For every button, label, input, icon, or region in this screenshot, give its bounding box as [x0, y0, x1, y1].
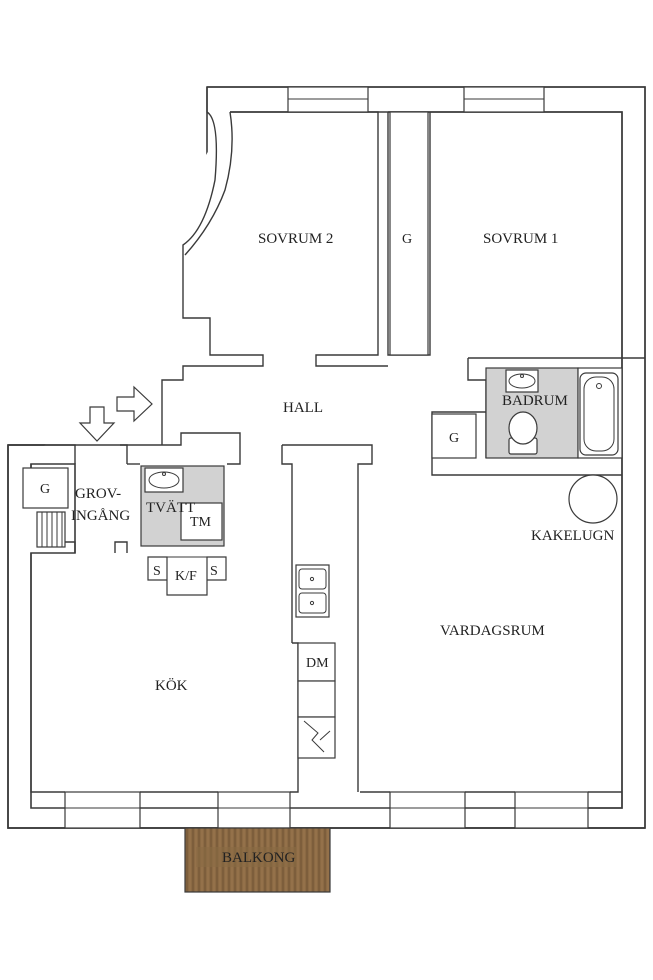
- wardrobe-grovingang: [22, 467, 69, 509]
- wardrobe-label-sovrum1: G: [402, 232, 412, 247]
- room-label-ingang: INGÅNG: [71, 508, 130, 524]
- room-label-kok: KÖK: [155, 677, 188, 694]
- interior-walls: [7, 86, 646, 829]
- entry-arrow-right-icon: [116, 385, 153, 423]
- bathroom: BADRUM: [485, 367, 623, 459]
- fixture-label-s-left: S: [153, 564, 161, 579]
- fridge-freezer-unit: S K/F S: [147, 556, 227, 596]
- kitchen-counter: DM: [295, 564, 336, 759]
- room-label-vardagsrum: VARDAGSRUM: [440, 623, 545, 639]
- fixture-label-dm: DM: [306, 656, 329, 671]
- room-label-kakelugn: KAKELUGN: [531, 528, 614, 544]
- room-label-grov: GROV-: [75, 486, 121, 502]
- room-label-tvatt: TVÄTT: [146, 499, 195, 516]
- laundry: TM TVÄTT: [140, 465, 225, 547]
- fixture-label-tm: TM: [190, 515, 212, 530]
- room-label-badrum: BADRUM: [502, 393, 568, 409]
- tiled-stove-icon: [568, 474, 618, 524]
- stove-icon: [297, 716, 336, 759]
- bathroom-sink-icon: [505, 369, 539, 393]
- wardrobe-hall: [431, 413, 477, 459]
- entry-arrow-down-icon: [78, 406, 116, 442]
- room-label-sovrum2: SOVRUM 2: [258, 231, 333, 247]
- radiator-icon: [36, 511, 66, 548]
- wardrobe-label-hall: G: [449, 431, 459, 446]
- room-label-hall: HALL: [283, 400, 323, 416]
- bathtub-icon: [579, 372, 619, 456]
- wardrobe-label-grovingang: G: [40, 482, 50, 497]
- room-label-balkong: BALKONG: [222, 850, 295, 866]
- fixture-label-s-right: S: [210, 564, 218, 579]
- room-label-sovrum1: SOVRUM 1: [483, 231, 558, 247]
- outer-walls: [7, 86, 646, 829]
- tumble-dryer: [180, 502, 223, 541]
- fixture-label-kf: K/F: [175, 569, 197, 584]
- kitchen-sink-icon: [295, 564, 330, 618]
- toilet-icon: [508, 411, 538, 455]
- wardrobe-sovrum1: [389, 111, 429, 356]
